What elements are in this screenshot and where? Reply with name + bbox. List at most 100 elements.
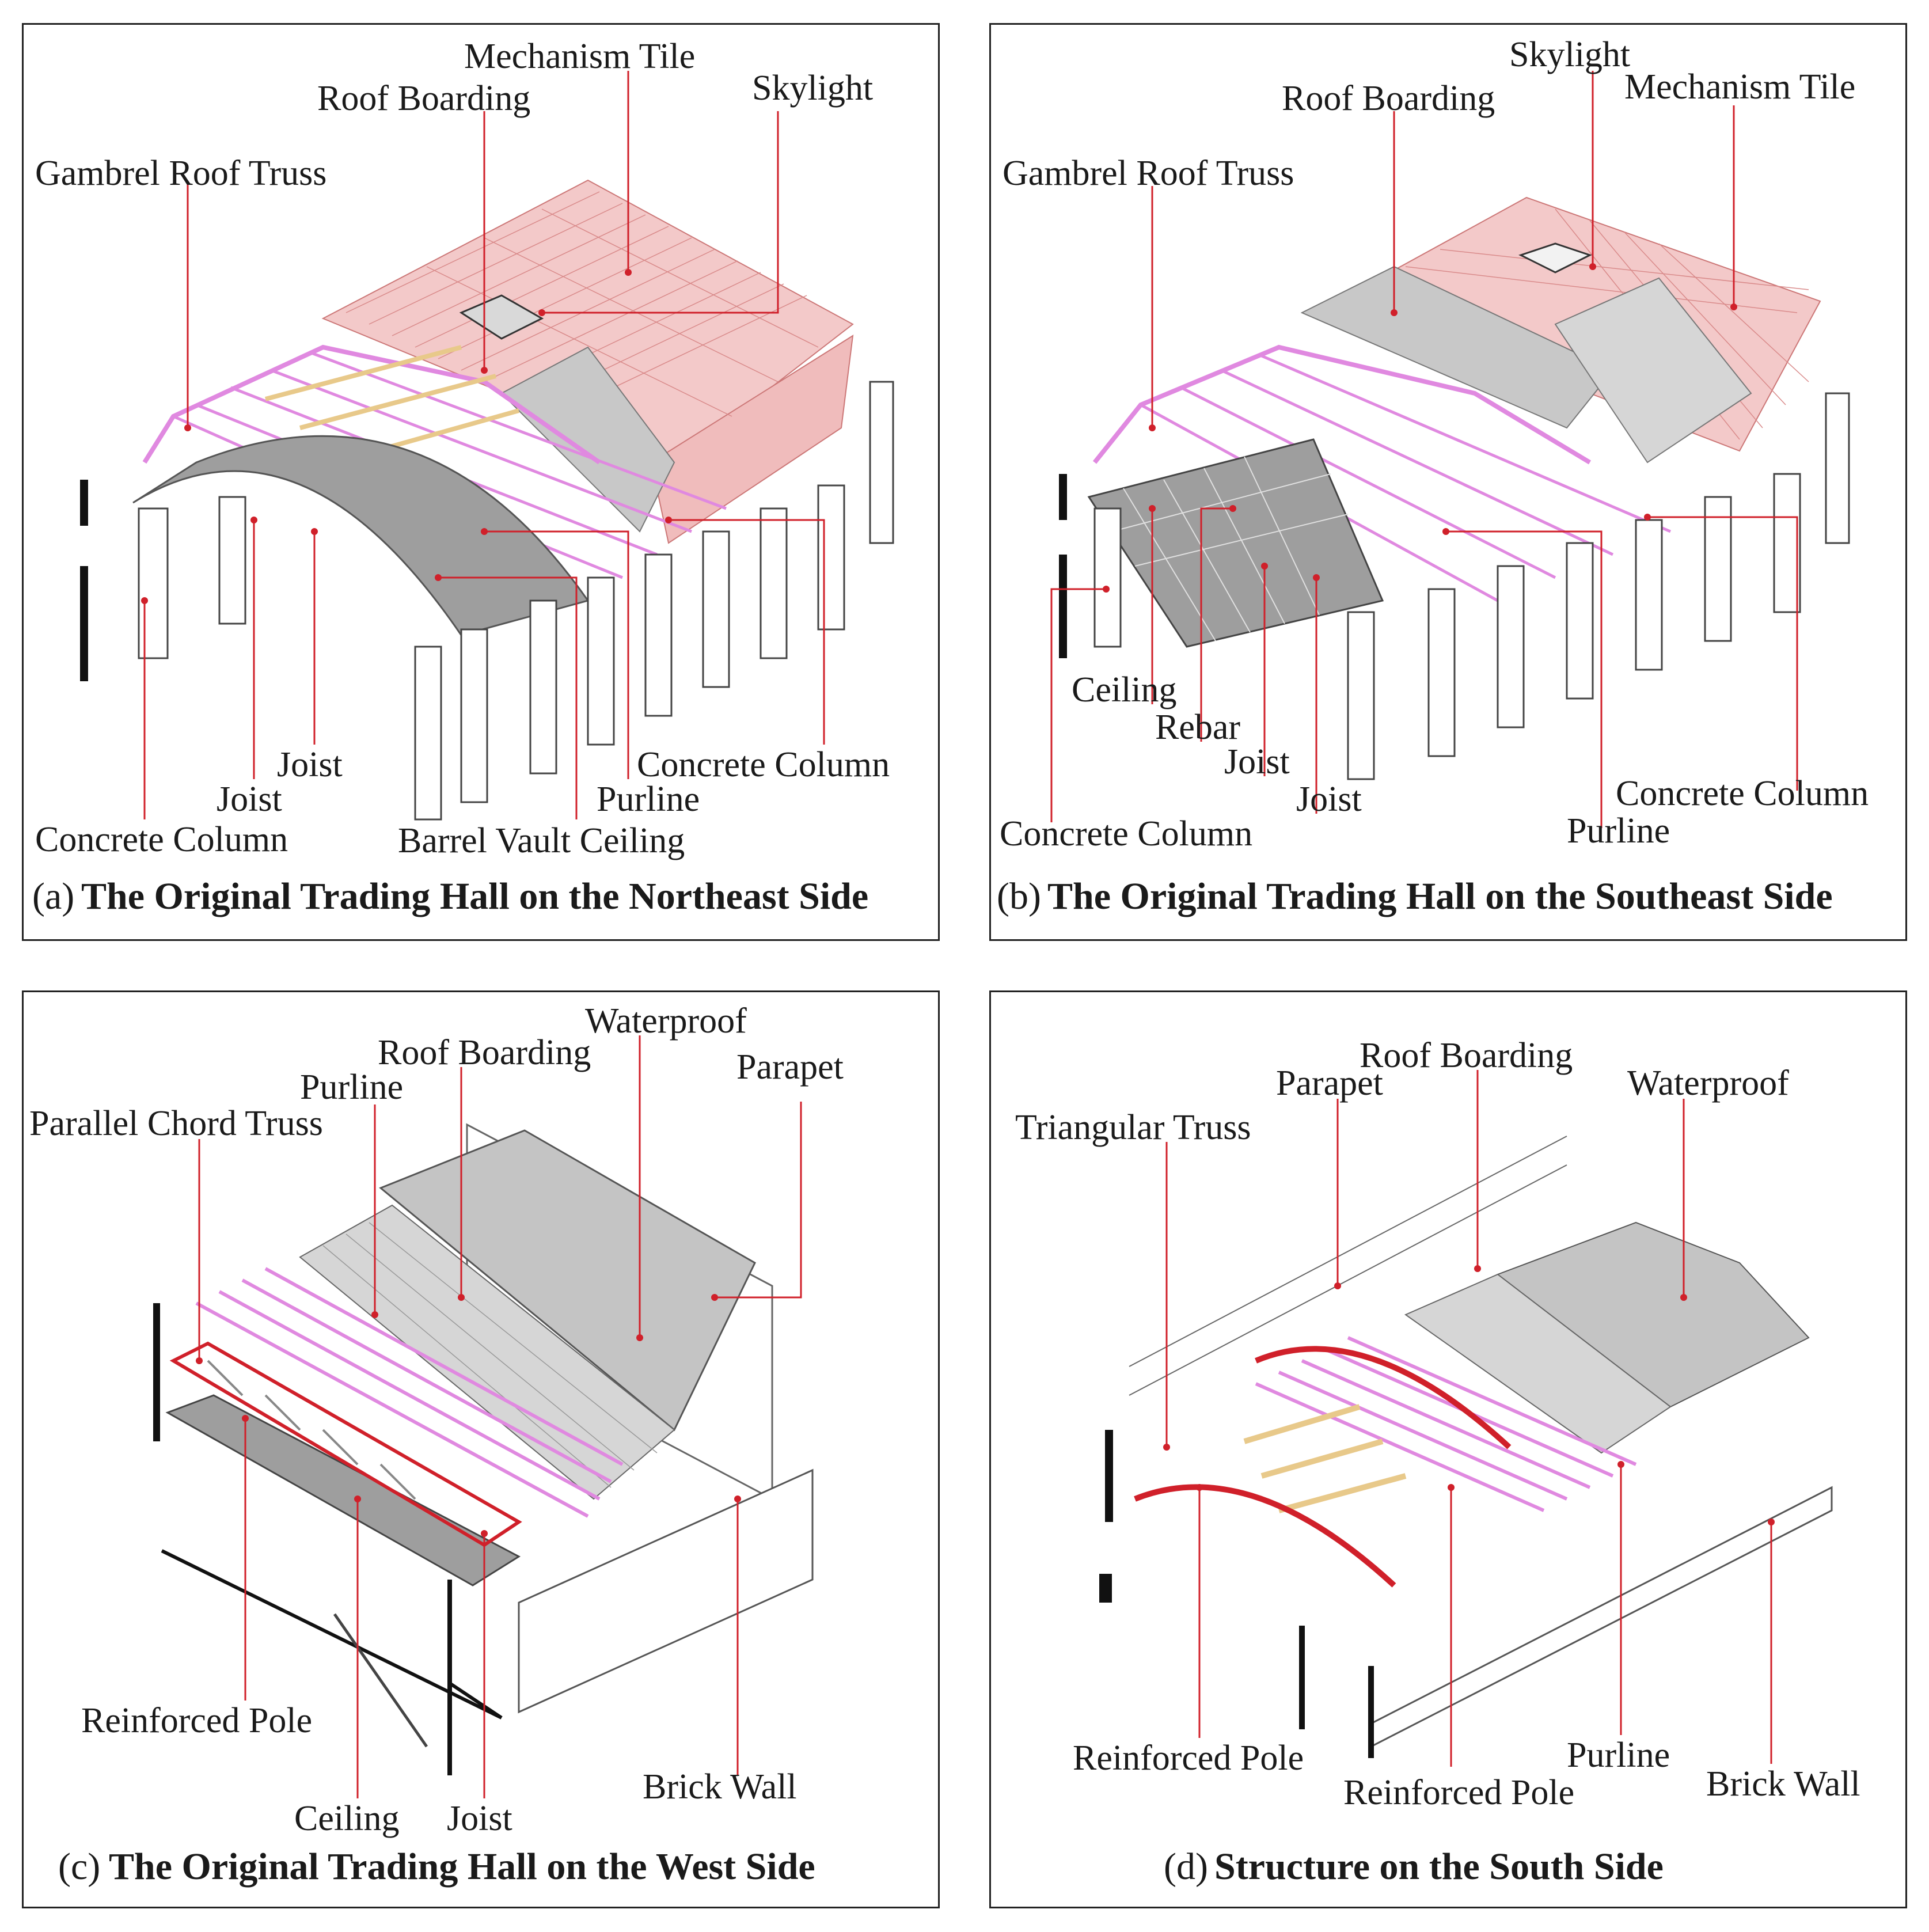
label-mechanism-tile: Mechanism Tile xyxy=(1624,67,1855,107)
roof-boarding-strip xyxy=(500,346,675,533)
wall-fragment xyxy=(1105,1430,1113,1522)
label-parallel-chord-truss: Parallel Chord Truss xyxy=(29,1104,323,1143)
label-waterproof: Waterproof xyxy=(1627,1064,1789,1103)
leader-dot xyxy=(371,1311,378,1318)
leader-barrel-vault xyxy=(438,576,578,819)
leader-dot xyxy=(435,574,442,581)
leader-dot xyxy=(1229,505,1236,512)
caption-title: The Original Trading Hall on the West Si… xyxy=(109,1846,815,1888)
boarding-lines xyxy=(322,1222,658,1488)
label-brick-wall: Brick Wall xyxy=(1706,1764,1860,1804)
label-skylight: Skylight xyxy=(1509,35,1630,74)
wall-edge xyxy=(449,1682,503,1720)
caption-letter: (a) xyxy=(32,875,74,917)
gambrel-truss-outline xyxy=(1092,344,1592,465)
leader-dot xyxy=(1149,424,1156,431)
ceiling-grid-surface xyxy=(165,1394,521,1586)
leader-dot xyxy=(481,528,488,535)
label-purline: Purline xyxy=(1567,811,1670,851)
label-purline: Purline xyxy=(1567,1736,1670,1775)
panel-c: Waterproof Roof Boarding Parapet Purline… xyxy=(22,990,940,1908)
wall-edge xyxy=(161,1549,503,1720)
caption-title: Structure on the South Side xyxy=(1214,1846,1664,1888)
leader-dot xyxy=(354,1496,361,1502)
gambrel-truss-outline xyxy=(142,344,601,465)
leader-concrete-column-2 xyxy=(1647,516,1798,791)
leader-dot xyxy=(734,1496,741,1502)
panel-b: Skylight Roof Boarding Mechanism Tile Ga… xyxy=(989,23,1907,941)
label-roof-boarding: Roof Boarding xyxy=(317,79,530,118)
leader-dot xyxy=(458,1294,465,1301)
caption-letter: (d) xyxy=(1164,1846,1208,1888)
parapet-line xyxy=(1129,1164,1567,1396)
panel-d: Roof Boarding Parapet Waterproof Triangu… xyxy=(989,990,1907,1908)
label-reinforced-pole-1: Reinforced Pole xyxy=(1073,1739,1304,1778)
caption-letter: (c) xyxy=(58,1846,100,1888)
truss-diagonals xyxy=(207,1360,416,1500)
label-parapet: Parapet xyxy=(736,1047,844,1087)
panel-c-drawing: Waterproof Roof Boarding Parapet Purline… xyxy=(29,1001,844,1888)
label-purline: Purline xyxy=(300,1068,403,1107)
leader-dot xyxy=(1163,1444,1170,1451)
wall-fragment xyxy=(1059,555,1067,658)
label-joist-1: Joist xyxy=(1224,742,1290,781)
leader-purline xyxy=(1446,530,1603,828)
timber-poles xyxy=(1243,1404,1407,1513)
leader-purline xyxy=(484,530,629,779)
leader-dot xyxy=(1617,1461,1624,1468)
leader-dot xyxy=(636,1334,643,1341)
leader-dot xyxy=(1589,263,1596,270)
label-concrete-column-2: Concrete Column xyxy=(637,745,890,784)
roof-boarding-strip-2 xyxy=(1554,277,1752,464)
label-concrete-column-2: Concrete Column xyxy=(1616,774,1869,813)
purlines xyxy=(195,1267,624,1518)
ceiling-grid xyxy=(1111,456,1349,642)
label-concrete-column-1: Concrete Column xyxy=(1000,814,1252,853)
waterproof-surface xyxy=(379,1129,756,1432)
parapet-line xyxy=(1129,1136,1567,1367)
leader-dot xyxy=(1313,574,1320,581)
wall-fragment xyxy=(80,480,88,526)
label-ceiling: Ceiling xyxy=(294,1799,400,1838)
leader-concrete-column-1 xyxy=(1050,588,1106,822)
wall-fragment xyxy=(153,1303,160,1441)
brick-wall xyxy=(1370,1486,1833,1748)
leader-rebar xyxy=(1200,507,1233,742)
label-rebar: Rebar xyxy=(1155,708,1240,747)
leader-dot xyxy=(1680,1294,1687,1301)
leader-dot xyxy=(1442,528,1449,535)
leader-concrete-column-2 xyxy=(669,519,825,745)
leader-dot xyxy=(1334,1282,1341,1289)
caption-title: The Original Trading Hall on the Northea… xyxy=(81,875,868,917)
mechanism-tile-lower xyxy=(650,335,854,544)
label-brick-wall: Brick Wall xyxy=(643,1767,797,1806)
label-joist: Joist xyxy=(447,1799,512,1838)
parallel-chord-truss xyxy=(169,1341,522,1547)
label-concrete-column-1: Concrete Column xyxy=(35,820,288,859)
leader-dot xyxy=(184,424,191,431)
skylight-box xyxy=(459,294,544,340)
label-skylight: Skylight xyxy=(752,69,873,108)
label-gambrel-roof-truss: Gambrel Roof Truss xyxy=(1003,154,1294,193)
label-barrel-vault-ceiling: Barrel Vault Ceiling xyxy=(398,821,685,860)
leader-dot xyxy=(665,517,672,523)
leader-dot xyxy=(1644,514,1651,521)
panel-b-drawing: Skylight Roof Boarding Mechanism Tile Ga… xyxy=(997,35,1869,917)
label-reinforced-pole-2: Reinforced Pole xyxy=(1343,1773,1574,1812)
label-roof-boarding: Roof Boarding xyxy=(378,1033,591,1072)
label-waterproof: Waterproof xyxy=(585,1001,747,1041)
leader-dot xyxy=(1768,1519,1775,1525)
caption-title: The Original Trading Hall on the Southea… xyxy=(1047,875,1833,917)
stair xyxy=(333,1613,428,1748)
label-mechanism-tile: Mechanism Tile xyxy=(464,37,695,76)
label-reinforced-pole: Reinforced Pole xyxy=(81,1701,312,1740)
roof-boarding-surface xyxy=(1404,1273,1672,1454)
leader-dot xyxy=(1474,1265,1481,1272)
wall-fragment xyxy=(80,566,88,681)
leader-dot xyxy=(481,1530,488,1537)
caption-letter: (b) xyxy=(997,875,1041,917)
leader-dot xyxy=(1730,303,1737,310)
leader-dot xyxy=(141,597,148,604)
triangular-truss-1 xyxy=(1134,1484,1396,1588)
columns xyxy=(138,381,894,821)
